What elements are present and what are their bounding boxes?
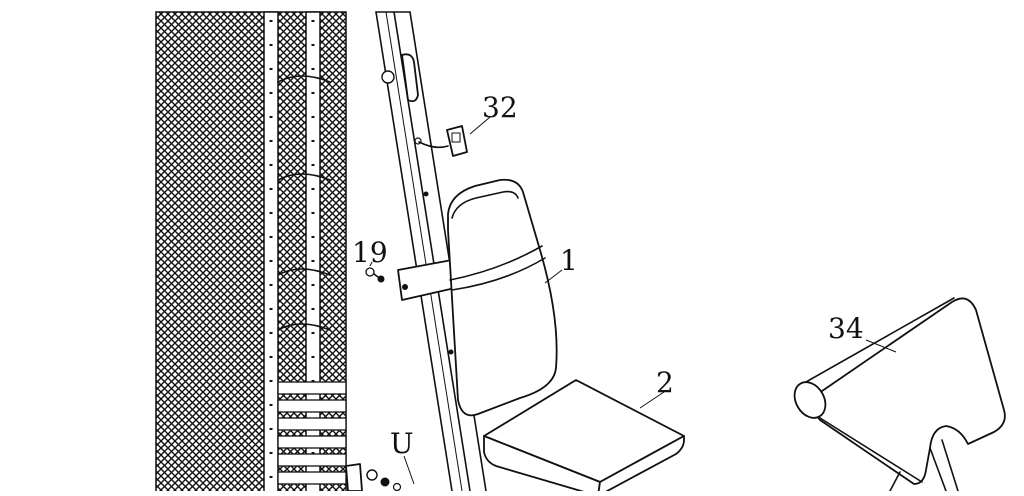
leader-34: [865, 339, 897, 353]
frame-slot: [401, 53, 419, 103]
bracket-tab: [345, 463, 363, 491]
part-32-controller: 32: [418, 91, 518, 157]
leader-32: [469, 116, 491, 135]
weight-plates: [277, 381, 347, 485]
frame-knob: [381, 70, 395, 84]
part-2-seat: 2: [483, 366, 685, 491]
callout-1: 1: [560, 244, 578, 277]
nut-icon: [366, 469, 378, 481]
part-U-hardware: U: [345, 427, 415, 491]
leader-2: [639, 391, 665, 409]
washer-icon: [380, 477, 390, 487]
part-19-bracket: 19: [352, 236, 456, 301]
callout-19: 19: [352, 236, 388, 269]
leader-U: [403, 455, 415, 485]
guide-rod-left: [263, 11, 279, 491]
part-1-backrest: 1: [447, 178, 578, 417]
callout-34: 34: [828, 312, 864, 345]
bolt-icon: [365, 267, 385, 283]
leader-1: [544, 269, 563, 284]
guide-rod-right: [305, 11, 321, 491]
part-34-leg-pad: 34: [793, 297, 1006, 491]
callout-U: U: [390, 427, 414, 460]
weight-stack-guard: [155, 11, 347, 491]
callout-2: 2: [656, 366, 674, 399]
callout-32: 32: [482, 91, 518, 124]
